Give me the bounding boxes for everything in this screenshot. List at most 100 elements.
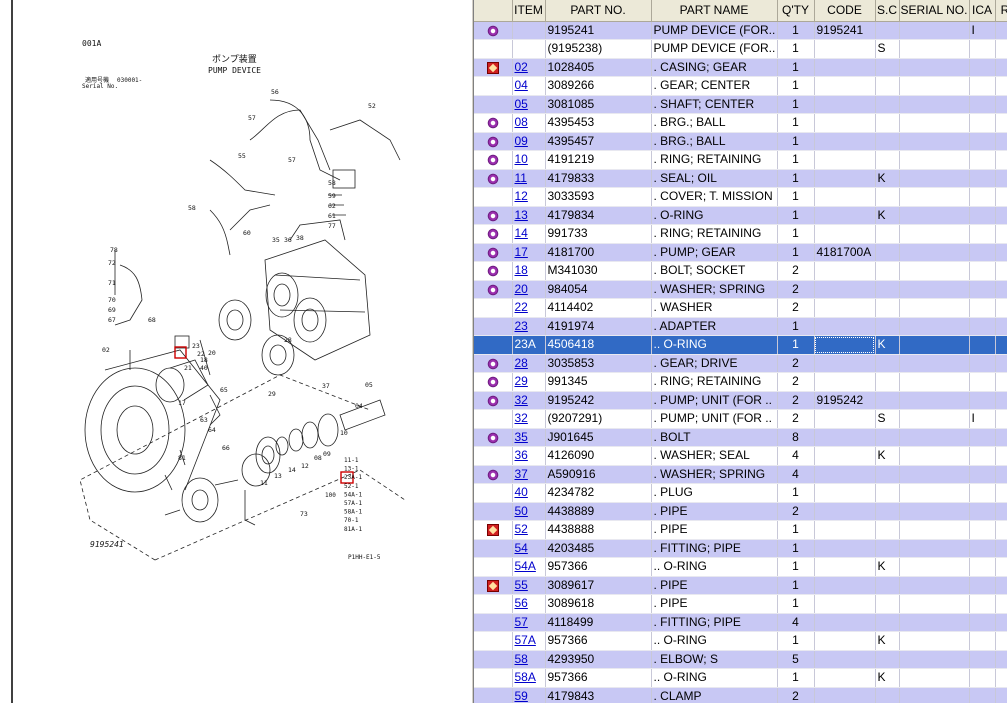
item-link[interactable]: 50	[514, 503, 528, 518]
gear-icon[interactable]	[485, 393, 500, 408]
pane-splitter[interactable]	[471, 0, 474, 703]
serial-col-header[interactable]: SERIAL NO.	[899, 0, 970, 22]
exploded-parts-diagram[interactable]: 001A ポンプ装置 PUMP DEVICE 適用号機 030001- Seri…	[60, 30, 406, 570]
callout-number[interactable]: 23	[192, 342, 200, 350]
item-cell[interactable]: 36	[512, 446, 546, 466]
callout-number[interactable]: 73	[300, 510, 308, 518]
callout-number[interactable]: 37	[322, 382, 330, 390]
callout-number[interactable]: 13	[274, 472, 282, 480]
item-link[interactable]: 32	[514, 392, 528, 407]
legend-item[interactable]: 23A-1	[344, 474, 362, 481]
callout-number[interactable]: 69	[108, 306, 116, 314]
item-link[interactable]: 17	[514, 244, 528, 259]
item-cell[interactable]	[512, 39, 546, 59]
notice-flag-icon[interactable]	[486, 524, 499, 537]
item-link[interactable]: 58	[514, 651, 528, 666]
gear-icon[interactable]	[485, 264, 500, 279]
gear-icon[interactable]	[485, 375, 500, 390]
callout-number[interactable]: 52	[368, 102, 376, 110]
item-cell[interactable]: 11	[512, 169, 546, 188]
item-cell[interactable]: 29	[512, 372, 546, 392]
item-cell[interactable]: 23A	[512, 335, 546, 355]
item-cell[interactable]: 32	[512, 409, 546, 429]
legend-item[interactable]: 70-1	[344, 517, 359, 524]
callout-number[interactable]: 12	[301, 462, 309, 470]
legend-item[interactable]: 52-1	[344, 483, 359, 490]
callout-number[interactable]: 58	[188, 204, 196, 212]
item-cell[interactable]: 57A	[512, 631, 546, 651]
callout-number[interactable]: 22	[197, 350, 205, 358]
item-link[interactable]: 11	[514, 170, 527, 185]
item-cell[interactable]: 23	[512, 317, 546, 336]
gear-icon[interactable]	[485, 282, 500, 297]
callout-number[interactable]: 14	[288, 466, 296, 474]
callout-number[interactable]: 56	[271, 88, 279, 96]
item-link[interactable]: 13	[514, 207, 528, 222]
item-link[interactable]: 52	[514, 522, 528, 537]
legend-item[interactable]: 54A-1	[344, 491, 362, 498]
callout-number[interactable]: 40	[200, 364, 208, 372]
callout-number[interactable]: 81	[178, 454, 186, 462]
item-cell[interactable]: 35	[512, 428, 546, 447]
item-cell[interactable]: 54	[512, 539, 546, 558]
callout-number[interactable]: 62	[328, 202, 336, 210]
item-link[interactable]: 14	[514, 226, 528, 241]
callout-number[interactable]: 64	[208, 426, 216, 434]
item-link[interactable]: 59	[514, 688, 528, 703]
item-link[interactable]: 23	[514, 318, 528, 333]
item-link[interactable]: 57A	[514, 633, 536, 648]
item-col-header[interactable]: ITEM	[512, 0, 546, 22]
callout-number[interactable]: 36	[284, 236, 292, 244]
legend-item[interactable]: 58A-1	[344, 509, 362, 516]
item-link[interactable]: 28	[514, 355, 528, 370]
callout-number[interactable]: 57	[288, 156, 296, 164]
item-cell[interactable]: 32	[512, 391, 546, 410]
gear-icon[interactable]	[485, 227, 500, 242]
gear-icon[interactable]	[485, 171, 500, 186]
item-cell[interactable]: 10	[512, 150, 546, 170]
item-cell[interactable]: 05	[512, 95, 546, 114]
item-link[interactable]: 23A	[514, 337, 536, 352]
callout-number[interactable]: 21	[184, 364, 192, 372]
callout-number[interactable]: 09	[323, 450, 331, 458]
item-link[interactable]: 57	[514, 614, 528, 629]
item-link[interactable]: 40	[514, 485, 528, 500]
item-cell[interactable]: 56	[512, 594, 546, 614]
item-link[interactable]: 20	[514, 281, 528, 296]
item-cell[interactable]	[512, 21, 546, 40]
item-cell[interactable]: 17	[512, 243, 546, 262]
callout-number[interactable]: 11	[260, 479, 268, 487]
callout-number[interactable]: 59	[328, 192, 336, 200]
item-link[interactable]: 09	[514, 133, 528, 148]
callout-number[interactable]: 28	[284, 336, 292, 344]
gear-icon[interactable]	[485, 153, 500, 168]
legend-item[interactable]: 11-1	[344, 457, 359, 464]
item-link[interactable]: 36	[514, 448, 528, 463]
qty-col-header[interactable]: Q'TY	[777, 0, 815, 22]
item-link[interactable]: 10	[514, 152, 528, 167]
item-cell[interactable]: 13	[512, 206, 546, 225]
gear-icon[interactable]	[485, 467, 500, 482]
item-link[interactable]: 05	[514, 96, 528, 111]
callout-number[interactable]: 63	[200, 416, 208, 424]
notice-flag-icon[interactable]	[486, 61, 499, 74]
callout-number[interactable]: 55	[238, 152, 246, 160]
callout-number[interactable]: 71	[108, 279, 116, 287]
item-cell[interactable]: 04	[512, 76, 546, 96]
item-link[interactable]: 22	[514, 300, 528, 315]
part-no-col-header[interactable]: PART NO.	[545, 0, 652, 22]
